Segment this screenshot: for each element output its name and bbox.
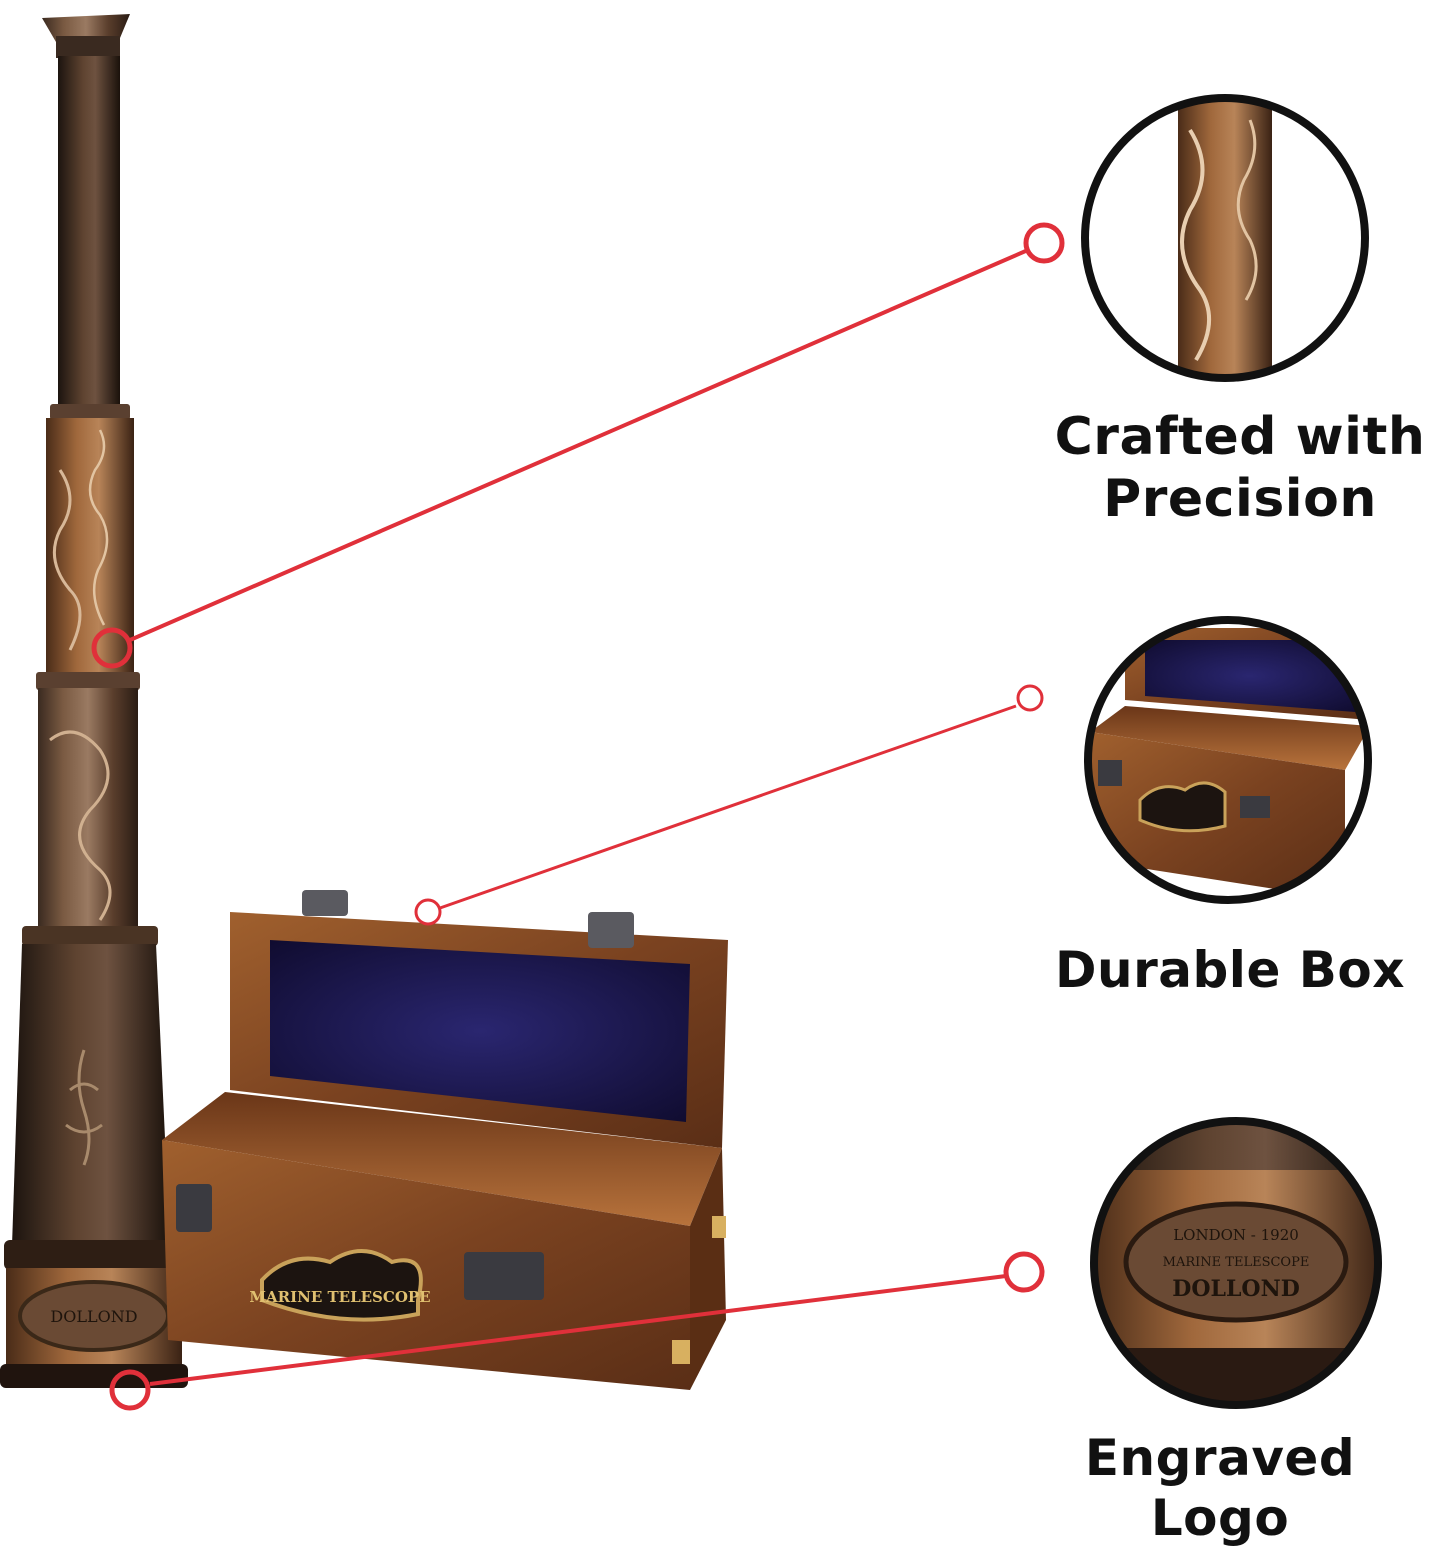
box-nameplate-text: MARINE TELESCOPE: [249, 1288, 430, 1306]
detail-circle-logo: LONDON - 1920 MARINE TELESCOPE DOLLOND: [1090, 1117, 1382, 1409]
product-illustration: DOLLOND MARINE TELESCOPE: [0, 14, 1382, 1411]
telescope: DOLLOND: [0, 14, 188, 1388]
logo-badge-line3: DOLLOND: [1172, 1276, 1300, 1302]
telescope-badge-text: DOLLOND: [50, 1307, 137, 1326]
detail-circle-box: [1084, 616, 1372, 904]
wooden-box: MARINE TELESCOPE: [162, 890, 728, 1390]
callout-connectors: [91, 222, 1065, 1411]
feature-caption-engraved-logo: Engraved Logo: [1084, 1429, 1356, 1547]
logo-badge-line2: MARINE TELESCOPE: [1163, 1255, 1310, 1270]
caption-line: Crafted with: [1054, 407, 1426, 467]
logo-badge-line1: LONDON - 1920: [1173, 1226, 1299, 1244]
caption-line: Precision: [1103, 469, 1377, 530]
feature-caption-precision: Crafted with Precision: [1040, 406, 1430, 531]
detail-circle-precision: [1081, 94, 1369, 382]
feature-caption-durable-box: Durable Box: [1055, 941, 1405, 999]
